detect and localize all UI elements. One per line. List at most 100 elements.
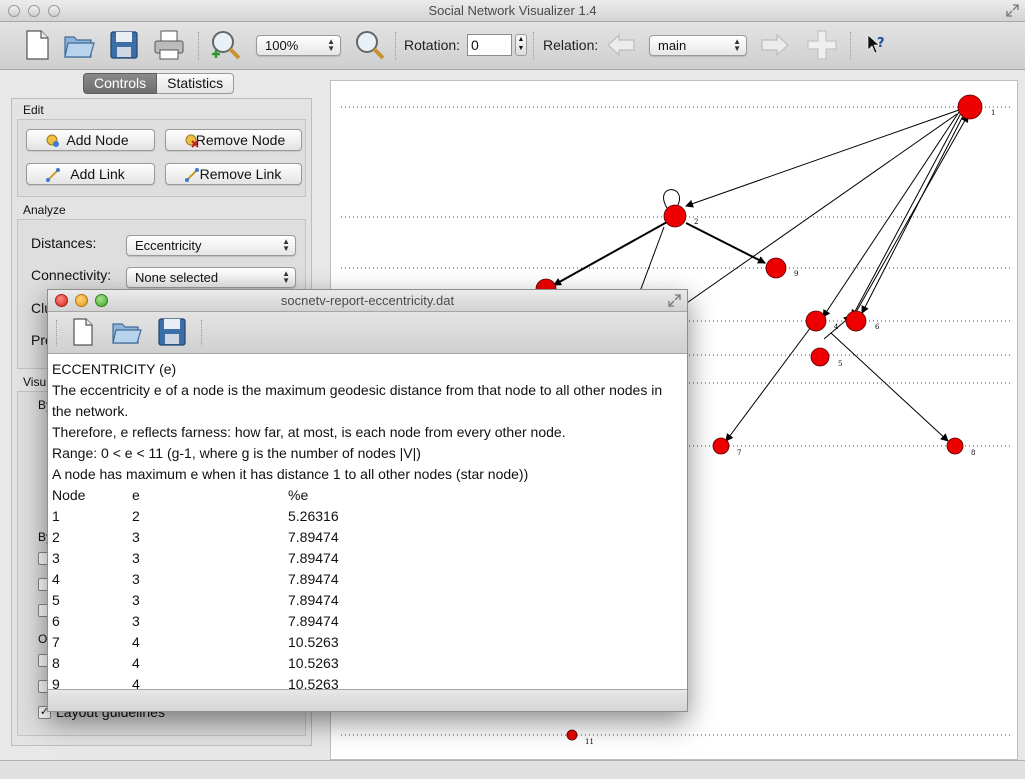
svg-text:?: ?	[877, 36, 885, 51]
node-label-1: 1	[991, 109, 995, 117]
node-4[interactable]	[805, 310, 827, 332]
cell-e: 3	[132, 529, 140, 545]
app-title: Social Network Visualizer 1.4	[428, 3, 597, 18]
node-label-4: 4	[834, 323, 839, 331]
save-icon[interactable]	[156, 316, 188, 348]
remove-node-button[interactable]: Remove Node	[165, 129, 302, 151]
forward-arrow-icon[interactable]	[758, 28, 792, 62]
cell-percent-e: 5.26316	[288, 508, 339, 524]
node-9[interactable]	[765, 257, 787, 279]
cell-e: 4	[132, 676, 140, 690]
report-star-note: A node has maximum e when it has distanc…	[52, 466, 529, 482]
open-folder-icon[interactable]	[62, 28, 96, 62]
cell-e: 4	[132, 655, 140, 671]
remove-node-icon	[185, 134, 199, 148]
main-title-bar: Social Network Visualizer 1.4	[0, 0, 1025, 22]
zoom-in-icon[interactable]	[208, 28, 242, 62]
add-node-button[interactable]: Add Node	[26, 129, 155, 151]
column-header-percent-e: %e	[288, 487, 309, 503]
whats-this-icon[interactable]: ?	[862, 28, 896, 62]
zoom-out-icon[interactable]	[352, 28, 386, 62]
report-window: socnetv-report-eccentricity.dat ECCENTRI…	[47, 289, 688, 712]
cell-node: 5	[52, 592, 60, 608]
fullscreen-icon[interactable]	[1006, 4, 1019, 17]
close-window-button[interactable]	[8, 5, 20, 17]
cell-e: 3	[132, 613, 140, 629]
add-node-icon	[46, 134, 59, 147]
node-1[interactable]	[957, 94, 983, 120]
fullscreen-icon[interactable]	[668, 294, 681, 307]
node-2[interactable]	[663, 204, 687, 228]
zoom-window-button[interactable]	[48, 5, 60, 17]
add-relation-icon[interactable]	[805, 28, 839, 62]
cell-e: 2	[132, 508, 140, 524]
node-7[interactable]	[712, 437, 730, 455]
cell-node: 4	[52, 571, 60, 587]
report-title-bar: socnetv-report-eccentricity.dat	[48, 290, 687, 312]
node-label-5: 5	[838, 360, 842, 368]
cell-node: 8	[52, 655, 60, 671]
node-6[interactable]	[845, 310, 867, 332]
node-11[interactable]	[566, 729, 578, 741]
report-window-title: socnetv-report-eccentricity.dat	[280, 293, 455, 308]
remove-node-label: Remove Node	[195, 132, 286, 148]
rotation-input[interactable]: 0	[467, 34, 512, 56]
report-range-note: Range: 0 < e < 11 (g-1, where g is the n…	[52, 445, 421, 461]
edit-group-label: Edit	[23, 103, 44, 117]
cell-percent-e: 7.89474	[288, 592, 339, 608]
save-icon[interactable]	[107, 28, 141, 62]
report-description: The eccentricity e of a node is the maxi…	[52, 382, 663, 419]
new-file-icon[interactable]	[20, 28, 54, 62]
node-label-8: 8	[971, 449, 975, 457]
zoom-select[interactable]: 100% ▲▼	[256, 35, 341, 56]
report-minimize-button[interactable]	[75, 294, 88, 307]
distances-label: Distances:	[31, 235, 97, 251]
tab-statistics[interactable]: Statistics	[157, 73, 235, 94]
edit-group: Add Node Remove Node Add Link Remove Lin…	[17, 119, 306, 197]
add-link-label: Add Link	[70, 166, 125, 182]
visualize-group-label: Visu	[23, 375, 47, 389]
node-label-9: 9	[794, 270, 798, 278]
back-arrow-icon[interactable]	[604, 28, 638, 62]
new-file-icon[interactable]	[68, 316, 98, 348]
zoom-value: 100%	[265, 38, 299, 53]
options-label: O	[38, 632, 48, 646]
toolbar-separator	[395, 32, 397, 60]
node-labels: 1 2 4 5 6 7 8 9 11	[585, 109, 995, 746]
chevron-updown-icon: ▲▼	[282, 237, 290, 253]
cell-node: 7	[52, 634, 60, 650]
remove-link-label: Remove Link	[199, 166, 282, 182]
open-folder-icon[interactable]	[111, 316, 143, 348]
relation-select[interactable]: main ▲▼	[649, 35, 747, 56]
node-5[interactable]	[810, 347, 830, 367]
node-label-7: 7	[737, 449, 741, 457]
cell-percent-e: 10.5263	[288, 634, 339, 650]
report-content[interactable]: ECCENTRICITY (e) The eccentricity e of a…	[48, 354, 687, 690]
column-header-node: Node	[52, 487, 86, 503]
node-8[interactable]	[946, 437, 964, 455]
toolbar-separator	[198, 32, 200, 60]
chevron-updown-icon: ▲▼	[733, 37, 741, 53]
connectivity-select[interactable]: None selected ▲▼	[126, 267, 296, 288]
distances-value: Eccentricity	[135, 238, 202, 253]
report-close-button[interactable]	[55, 294, 68, 307]
cell-e: 3	[132, 550, 140, 566]
connectivity-label: Connectivity:	[31, 267, 112, 283]
report-zoom-button[interactable]	[95, 294, 108, 307]
toolbar-separator	[201, 320, 203, 346]
rotation-stepper[interactable]: ▲▼	[515, 34, 527, 56]
minimize-window-button[interactable]	[28, 5, 40, 17]
remove-link-button[interactable]: Remove Link	[165, 163, 302, 185]
add-link-button[interactable]: Add Link	[26, 163, 155, 185]
distances-select[interactable]: Eccentricity ▲▼	[126, 235, 296, 256]
cell-percent-e: 7.89474	[288, 529, 339, 545]
print-icon[interactable]	[152, 28, 186, 62]
tab-controls[interactable]: Controls	[83, 73, 158, 94]
